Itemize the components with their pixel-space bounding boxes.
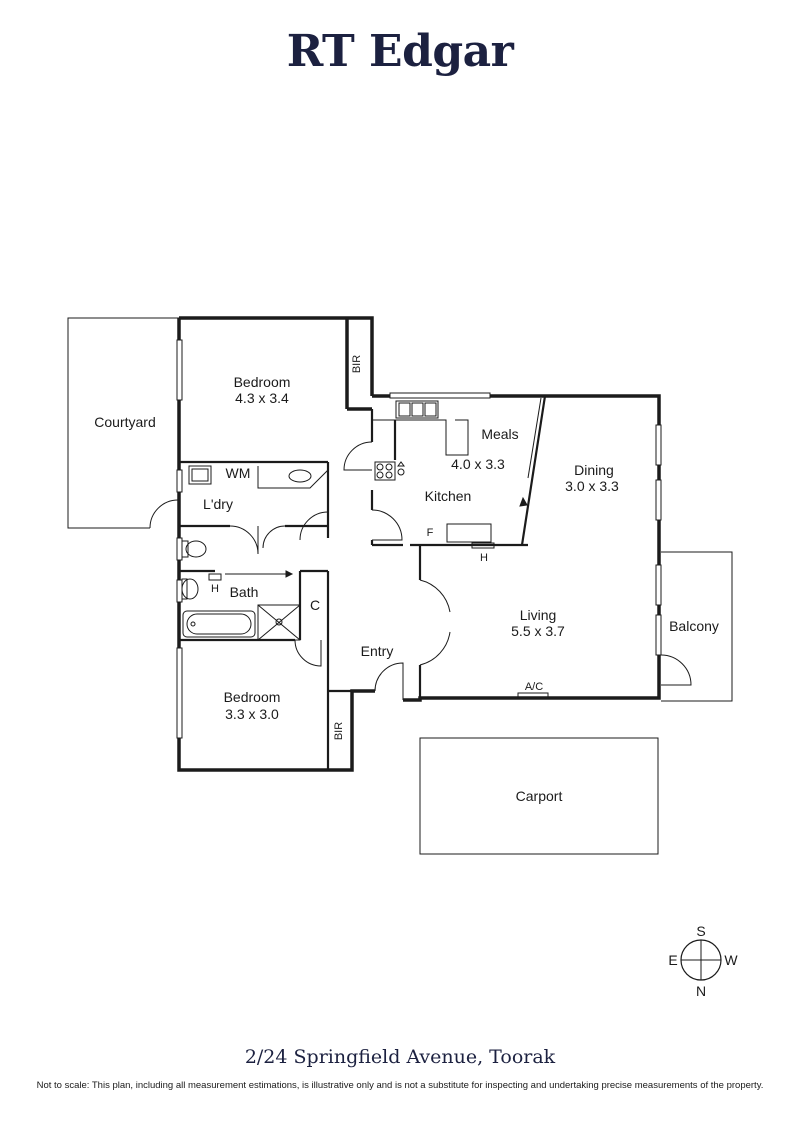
laundry-label: L'dry — [203, 496, 233, 512]
compass-north: N — [696, 983, 706, 999]
carport-outline — [419, 737, 659, 855]
brand-logo: RT Edgar — [286, 26, 514, 77]
living-size: 5.5 x 3.7 — [511, 623, 565, 639]
wm-label: WM — [226, 465, 251, 481]
meals-size: 4.0 x 3.3 — [451, 456, 505, 472]
outdoor-areas — [67, 317, 733, 855]
fixtures — [181, 400, 549, 699]
kitchen-label: Kitchen — [425, 488, 472, 504]
property-address: 2/24 Springfield Avenue, Toorak — [244, 1046, 556, 1068]
room-labels: Courtyard Bedroom 4.3 x 3.4 BIR WM L'dry… — [94, 355, 719, 804]
courtyard-outline — [67, 317, 179, 529]
compass-east: E — [668, 952, 677, 968]
bir1-label: BIR — [351, 355, 363, 373]
living-name: Living — [520, 607, 557, 623]
bedroom1-name: Bedroom — [234, 374, 291, 390]
windows — [176, 339, 662, 739]
meals-name: Meals — [481, 426, 518, 442]
dining-size: 3.0 x 3.3 — [565, 478, 619, 494]
bedroom2-size: 3.3 x 3.0 — [225, 706, 279, 722]
entry-label: Entry — [361, 643, 394, 659]
bir2-label: BIR — [333, 722, 345, 740]
bedroom2-name: Bedroom — [224, 689, 281, 705]
courtyard-label: Courtyard — [94, 414, 155, 430]
bath-heater-label: H — [211, 583, 219, 595]
carport-label: Carport — [516, 788, 563, 804]
fridge-label: F — [427, 527, 434, 539]
balcony-label: Balcony — [669, 618, 719, 634]
dining-name: Dining — [574, 462, 614, 478]
doors — [149, 397, 692, 700]
disclaimer-text: Not to scale: This plan, including all m… — [36, 1080, 764, 1091]
compass: S E W N — [668, 923, 738, 999]
compass-west: W — [724, 952, 738, 968]
ac-label: A/C — [525, 681, 543, 693]
compass-south: S — [696, 923, 705, 939]
cupboard-label: C — [310, 597, 320, 613]
bath-label: Bath — [230, 584, 259, 600]
living-heater-label: H — [480, 552, 488, 564]
bedroom1-size: 4.3 x 3.4 — [235, 390, 289, 406]
balcony-outline — [661, 551, 733, 702]
